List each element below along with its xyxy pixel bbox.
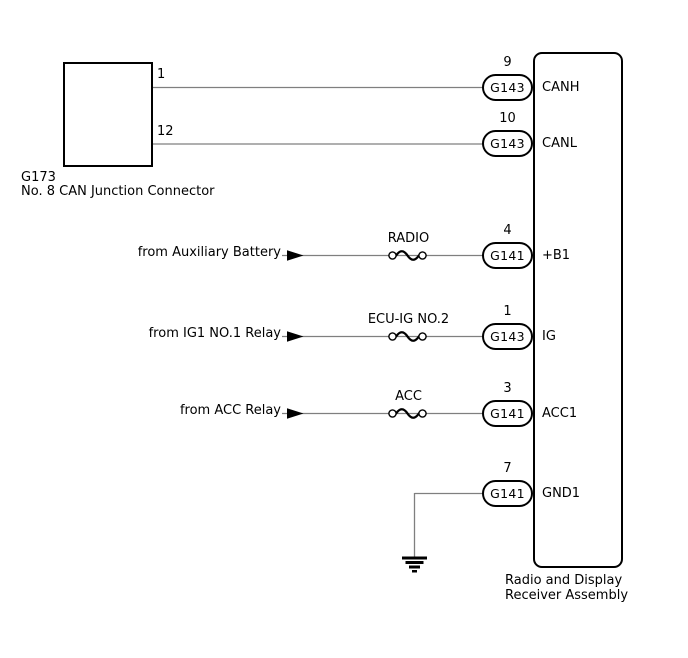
- fuse-icon: [388, 250, 427, 261]
- assembly-name-line1: Radio and Display: [505, 573, 623, 588]
- junction-connector-name: No. 8 CAN Junction Connector: [21, 184, 215, 199]
- connector-oval: G143: [482, 130, 533, 157]
- connector-oval: G141: [482, 480, 533, 507]
- source-label: from Auxiliary Battery: [137, 245, 281, 260]
- pin-number: 4: [503, 223, 512, 238]
- pin-number: 10: [499, 111, 516, 126]
- wires: [153, 86, 483, 557]
- fuse-symbols: [388, 250, 427, 419]
- pin-number: 3: [503, 381, 512, 396]
- junction-connector-id: G173: [21, 170, 56, 185]
- connector-oval: G143: [482, 323, 533, 350]
- fuse-icon: [388, 408, 427, 419]
- source-label: from ACC Relay: [179, 403, 281, 418]
- junction-pin-number: 12: [157, 124, 174, 139]
- arrow-right-icon: [287, 331, 304, 342]
- fuse-label: ACC: [395, 389, 422, 404]
- arrow-right-icon: [287, 250, 304, 261]
- junction-connector-box: [63, 62, 153, 167]
- fuse-label: RADIO: [387, 231, 430, 246]
- pin-number: 7: [503, 461, 512, 476]
- pin-number: 9: [503, 55, 512, 70]
- flow-arrows: [287, 250, 304, 419]
- terminal-label: +B1: [542, 248, 571, 263]
- assembly-name-line2: Receiver Assembly: [505, 588, 629, 603]
- assembly-box: [533, 52, 623, 568]
- connector-oval: G141: [482, 400, 533, 427]
- pin-number: 1: [503, 304, 512, 319]
- terminal-label: CANH: [542, 80, 580, 95]
- terminal-label: CANL: [542, 136, 577, 151]
- terminal-label: IG: [542, 329, 556, 344]
- arrow-right-icon: [287, 408, 304, 419]
- connector-oval: G143: [482, 74, 533, 101]
- connector-oval: G141: [482, 242, 533, 269]
- terminal-label: GND1: [542, 486, 581, 501]
- fuse-label: ECU-IG NO.2: [367, 312, 450, 327]
- source-label: from IG1 NO.1 Relay: [148, 326, 281, 341]
- fuse-icon: [388, 331, 427, 342]
- ground-icon: [402, 556, 427, 573]
- terminal-label: ACC1: [542, 406, 578, 421]
- junction-pin-number: 1: [157, 67, 166, 82]
